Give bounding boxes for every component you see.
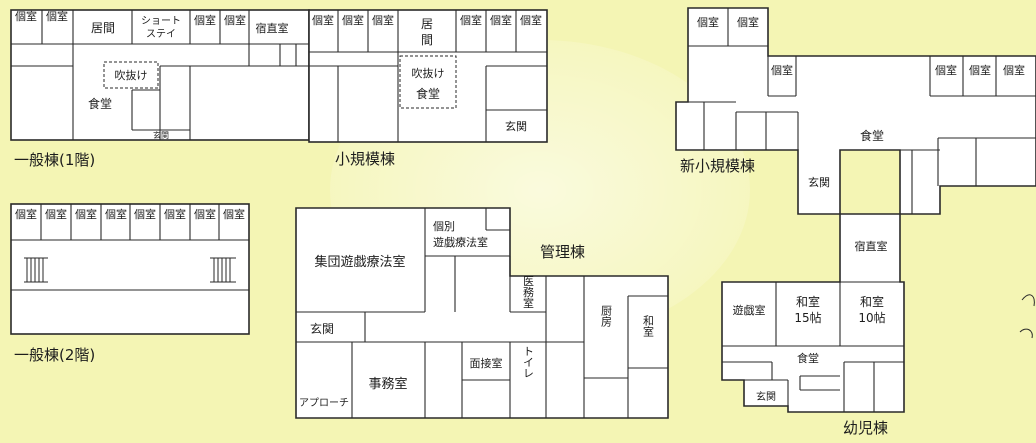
- room-2f-6: 個室: [164, 207, 186, 221]
- room-shokudo-2: 食堂: [416, 86, 440, 101]
- room-shortstay-line1: ショート: [141, 16, 181, 27]
- room-koshitsu-c-1: 個室: [194, 13, 216, 27]
- caption-yoji: 幼児棟: [843, 419, 888, 437]
- room-jimu: 事務室: [368, 376, 407, 392]
- building-yoji: 宿直室 遊戯室 和室 15帖 和室 10帖 食堂 玄関: [721, 213, 905, 413]
- caption-shokibo: 小規模棟: [335, 150, 395, 168]
- room-koshitsu-a-3: 個室: [697, 15, 719, 29]
- room-koshitsu-f-2: 個室: [520, 13, 542, 27]
- room-fukinuke-1: 吹抜け: [115, 68, 148, 82]
- room-ima: 居間: [91, 21, 115, 35]
- room-koshitsu-f-3: 個室: [1003, 63, 1025, 77]
- room-genkan-3: 玄関: [808, 175, 830, 189]
- room-koshitsu-c-2: 個室: [372, 13, 394, 27]
- atrium-dashed-outline: [103, 61, 159, 89]
- room-2f-4: 個室: [105, 207, 127, 221]
- building-ippan-1f: 個室 個室 居間 ショート ステイ 個室 個室 宿直室 吹抜け 食堂 玄関: [10, 9, 310, 141]
- room-ima-line1: 居: [421, 17, 433, 31]
- room-yugi: 遊戯室: [733, 303, 766, 317]
- room-koshitsu-d-1: 個室: [224, 13, 246, 27]
- room-fukinuke-2: 吹抜け: [412, 66, 445, 80]
- caption-ippan-2f: 一般棟(2階): [14, 346, 95, 364]
- room-2f-8: 個室: [223, 207, 245, 221]
- room-koshitsu-b-3: 個室: [737, 15, 759, 29]
- room-washitsu10-line2: 10帖: [858, 310, 885, 325]
- room-kobetsu-line1: 個別: [433, 220, 455, 233]
- room-shukuchoku-1: 宿直室: [256, 21, 289, 35]
- room-chubo: 厨房: [600, 305, 613, 328]
- building-outline: [675, 7, 1036, 215]
- room-koshitsu-d-3: 個室: [935, 63, 957, 77]
- building-shinshokibo: 個室 個室 個室 個室 個室 個室 食堂 玄関: [675, 7, 1036, 215]
- building-outline: [308, 9, 548, 143]
- room-genkan-yoji: 玄関: [756, 390, 776, 403]
- room-ima-line2: 間: [421, 33, 433, 47]
- room-genkan-kanri: 玄関: [310, 321, 334, 336]
- room-2f-5: 個室: [134, 207, 156, 221]
- room-toilet: トイレ: [522, 346, 535, 379]
- room-2f-7: 個室: [194, 207, 216, 221]
- room-washitsu-kanri: 和室: [642, 315, 655, 337]
- room-koshitsu-e-2: 個室: [490, 13, 512, 27]
- room-shokudo-3: 食堂: [860, 128, 884, 143]
- building-kanri: 集団遊戯療法室 個別 遊戯療法室 医務室 厨房 和室 玄関 事務室 面接室 トイ…: [295, 207, 669, 419]
- atrium-dashed-outline: [399, 55, 457, 109]
- room-shukuchoku-yoji: 宿直室: [855, 239, 888, 253]
- room-koshitsu-b-1: 個室: [46, 9, 68, 23]
- room-2f-1: 個室: [15, 207, 37, 221]
- caption-ippan-1f: 一般棟(1階): [14, 151, 95, 169]
- room-koshitsu-a-2: 個室: [312, 13, 334, 27]
- room-mensetsu: 面接室: [470, 356, 503, 370]
- room-shudan-yugi: 集団遊戯療法室: [314, 254, 405, 270]
- stairs-right-icon: [210, 257, 236, 283]
- room-koshitsu-a-1: 個室: [15, 9, 37, 23]
- room-washitsu15-line1: 和室: [796, 294, 820, 309]
- room-genkan-1: 玄関: [153, 130, 169, 140]
- room-koshitsu-d-2: 個室: [460, 13, 482, 27]
- room-washitsu15-line2: 15帖: [794, 310, 821, 325]
- room-washitsu10-line1: 和室: [860, 294, 884, 309]
- edge-doodle: [1019, 294, 1035, 339]
- room-kobetsu-line2: 遊戯療法室: [433, 235, 488, 249]
- room-2f-2: 個室: [45, 207, 67, 221]
- room-koshitsu-c-3: 個室: [771, 63, 793, 77]
- room-shokudo-1: 食堂: [88, 96, 112, 111]
- room-2f-3: 個室: [75, 207, 97, 221]
- caption-kanri: 管理棟: [540, 243, 585, 261]
- room-genkan-2: 玄関: [505, 119, 527, 133]
- room-shokudo-yoji: 食堂: [797, 351, 819, 365]
- room-imu: 医務室: [522, 276, 535, 309]
- room-koshitsu-b-2: 個室: [342, 13, 364, 27]
- room-approach: アプローチ: [299, 397, 349, 409]
- building-ippan-2f: 個室 個室 個室 個室 個室 個室 個室 個室: [10, 203, 250, 335]
- building-shokibo: 個室 個室 個室 居 間 個室 個室 個室 吹抜け 食堂 玄関: [308, 9, 548, 143]
- building-outline: [295, 207, 669, 419]
- stairs-left-icon: [24, 257, 48, 283]
- caption-shinshokibo: 新小規模棟: [680, 157, 755, 175]
- room-koshitsu-e-3: 個室: [969, 63, 991, 77]
- room-shortstay-line2: ステイ: [146, 29, 176, 40]
